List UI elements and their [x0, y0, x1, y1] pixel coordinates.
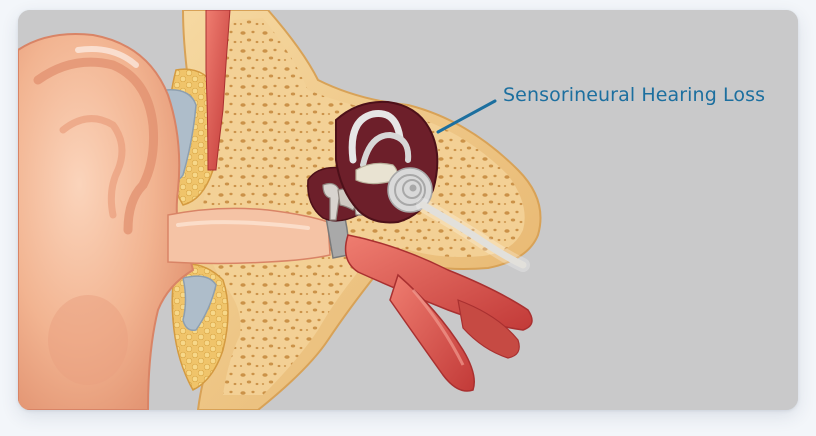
muscle-band-upper	[205, 10, 231, 171]
lower-muscle-1	[389, 273, 475, 392]
pinna-lobe-shadow	[48, 295, 128, 385]
cartilage-lower	[182, 275, 217, 332]
lower-muscle-stripe	[411, 289, 465, 366]
lower-muscle-2	[457, 299, 520, 359]
eustachian-tube-muscle	[344, 234, 533, 331]
ear-canal-highlight	[176, 220, 310, 230]
diagram-card: Sensorineural Hearing Loss	[18, 10, 798, 410]
ear-anatomy-illustration	[18, 10, 798, 410]
pinna-helix-fold	[33, 57, 158, 235]
pinna-inner-fold	[59, 115, 126, 219]
auditory-nerve-glow	[416, 198, 530, 272]
semicircular-canal-1	[348, 110, 404, 164]
pinna-highlight	[75, 46, 139, 68]
ear-canal	[167, 207, 331, 265]
sensorineural-hearing-loss-label: Sensorineural Hearing Loss	[503, 84, 766, 106]
auditory-nerve	[419, 201, 527, 269]
cochlea	[387, 167, 433, 213]
ossicle-malleus	[322, 182, 341, 221]
label-leader-line	[436, 99, 497, 134]
semicircular-canal-2	[360, 131, 412, 168]
